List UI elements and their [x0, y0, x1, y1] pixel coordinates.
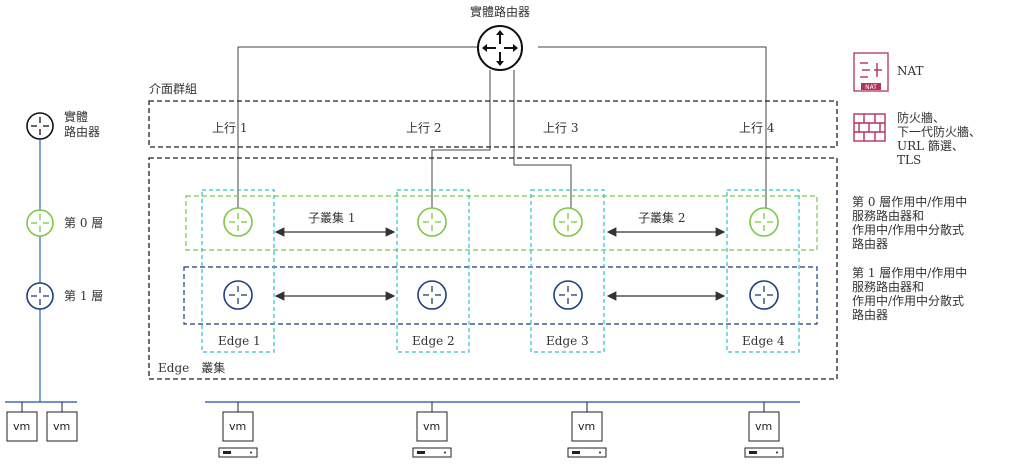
vm-box — [46, 411, 78, 442]
legend-tier1-icon — [26, 282, 54, 310]
vm-label: vm — [578, 420, 595, 433]
subcluster-arrows — [274, 227, 726, 301]
nat-label: NAT — [897, 64, 924, 78]
vm-box — [222, 411, 254, 442]
server-icon — [218, 447, 258, 458]
firewall-icon — [853, 113, 886, 142]
physical-router-icon — [477, 25, 523, 71]
edge-node-box — [396, 189, 470, 353]
vm-box — [6, 411, 38, 442]
vm-label: vm — [229, 420, 246, 433]
edge-node-box — [726, 189, 800, 353]
server-icon — [744, 447, 784, 458]
edge-node-box — [530, 189, 605, 353]
uplink-label: 上行 2 — [406, 121, 441, 135]
tier1-router-icon — [749, 280, 779, 310]
vm-box — [571, 411, 603, 442]
server-icon — [567, 447, 607, 458]
vm-label: vm — [13, 420, 30, 433]
nat-icon-text: NAT — [865, 84, 877, 91]
tier1-router-icons — [223, 280, 779, 310]
tier1-band — [183, 266, 818, 325]
tier0-router-icon — [553, 207, 583, 237]
tier0-router-icon — [417, 207, 447, 237]
edge-label: Edge 2 — [412, 334, 455, 348]
edge-node-boxes — [201, 189, 800, 353]
vm-label: vm — [755, 420, 772, 433]
edge-label: Edge 1 — [218, 334, 261, 348]
tier0-router-icon — [223, 207, 253, 237]
vm-host-group — [218, 402, 784, 458]
legend-tier1-label: 第 1 層 — [64, 289, 103, 303]
tier1-router-icon — [223, 280, 253, 310]
legend-physical-router-icon — [26, 112, 54, 140]
subcluster-label: 子叢集 1 — [308, 210, 355, 225]
vm-label: vm — [423, 420, 440, 433]
subcluster-label: 子叢集 2 — [638, 210, 685, 225]
edge-label: Edge 4 — [742, 334, 785, 348]
tier0-router-icons — [223, 207, 779, 237]
edge-label: Edge 3 — [546, 334, 589, 348]
tier0-router-icon — [749, 207, 779, 237]
vm-box — [748, 411, 780, 442]
tier0-note: 第 0 層作用中/作用中 服務路由器和 作用中/作用中分散式 路由器 — [852, 195, 968, 251]
nat-icon: NAT — [853, 52, 889, 92]
legend-tier0-icon — [26, 209, 54, 237]
edge-cluster-label: Edge 叢集 — [158, 360, 225, 375]
edge-cluster-box — [148, 157, 838, 380]
server-icon — [412, 447, 452, 458]
legend-tier0-label: 第 0 層 — [64, 216, 103, 230]
physical-router-title: 實體路由器 — [470, 4, 530, 19]
vm-box — [416, 411, 448, 442]
vm-label: vm — [53, 420, 70, 433]
tier1-router-icon — [417, 280, 447, 310]
uplink-label: 上行 3 — [543, 121, 578, 135]
server-details — [223, 451, 778, 454]
uplink-wiring — [237, 46, 767, 216]
interface-group-label: 介面群組 — [149, 82, 197, 96]
left-vm-group — [6, 402, 78, 442]
uplink-label: 上行 4 — [739, 121, 775, 135]
interface-group-box — [148, 100, 838, 148]
edge-node-box — [201, 189, 275, 353]
legend-physical-router-label: 路由器 — [64, 124, 100, 139]
tier1-router-icon — [553, 280, 583, 310]
uplink-label: 上行 1 — [212, 121, 247, 135]
tier1-note: 第 1 層作用中/作用中 服務路由器和 作用中/作用中分散式 路由器 — [852, 266, 968, 322]
tier0-band — [185, 195, 818, 251]
legend-physical-router-label: 實體 — [64, 109, 88, 124]
firewall-services-label: 防火牆、 下一代防火牆、 URL 篩選、 TLS — [897, 111, 982, 167]
